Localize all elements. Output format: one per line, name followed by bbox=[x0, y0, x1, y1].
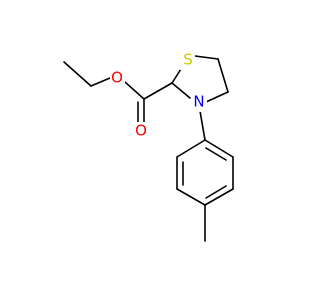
bond-c4-n bbox=[205, 91, 229, 103]
molecule-diagram: O O S N bbox=[63, 50, 234, 242]
bond-ccarbonyl-c2 bbox=[143, 82, 173, 100]
bond-ch3-ch2 bbox=[63, 61, 92, 87]
sulfur-bg bbox=[180, 50, 195, 70]
bond-n-c2 bbox=[171, 82, 191, 99]
bond-ch2-oester bbox=[90, 77, 111, 87]
bond-ar4-ar5 bbox=[204, 188, 234, 206]
bond-ar-inner-2 bbox=[205, 185, 227, 199]
bond-ar3-ar4 bbox=[176, 188, 206, 206]
nitrogen-bg bbox=[191, 92, 207, 112]
bond-c2-s bbox=[171, 68, 182, 84]
bond-s-c5 bbox=[194, 55, 219, 60]
structure-svg: O O S N bbox=[63, 50, 234, 242]
sulfur-label: S bbox=[183, 51, 193, 69]
bond-ar-inner-3 bbox=[205, 147, 227, 161]
bond-n-aryl bbox=[199, 110, 206, 141]
carbonyl-oxygen-bg bbox=[133, 122, 148, 140]
bond-c5-c4 bbox=[217, 58, 229, 93]
bond-ar1-ar2 bbox=[176, 139, 206, 158]
bond-oester-ccarbonyl bbox=[124, 81, 145, 100]
carbonyl-oxygen-label: O bbox=[135, 122, 147, 140]
ester-oxygen-bg bbox=[110, 69, 125, 87]
bond-ar6-ar1 bbox=[204, 139, 234, 158]
nitrogen-label: N bbox=[193, 93, 204, 111]
ester-oxygen-label: O bbox=[111, 69, 123, 87]
